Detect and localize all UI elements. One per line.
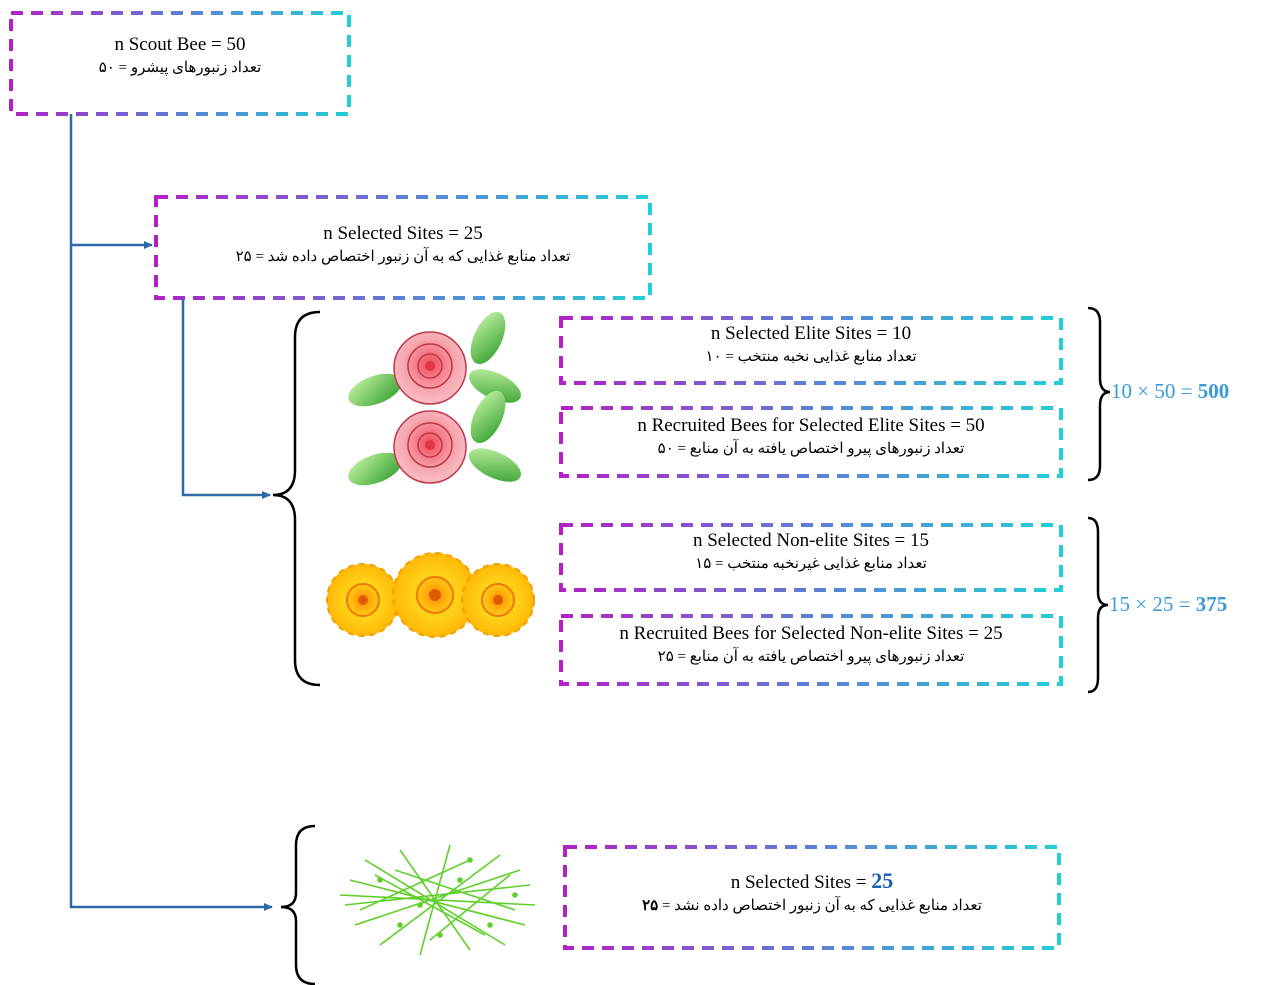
unselected-subtitle: تعداد منابع غذایی که به آن زنبور اختصاص … xyxy=(565,895,1059,917)
rose-icon xyxy=(348,390,521,486)
selected-subtitle: تعداد منابع غذایی که به آن زنبور اختصاص … xyxy=(235,249,571,265)
unselected-title-text: n Selected Sites = xyxy=(730,872,872,893)
nonelite-recruited-box: n Recruited Bees for Selected Non-elite … xyxy=(561,622,1061,668)
formula-nonelite: 15 × 25 = 375 xyxy=(1109,592,1227,617)
yellow-flower-icon xyxy=(326,563,400,637)
scout-box: n Scout Bee = 50 تعداد زنبورهای پیشرو = … xyxy=(11,33,349,79)
formula-elite-result: 500 xyxy=(1197,379,1230,403)
elite-recruited-box-border xyxy=(559,406,1063,478)
nonelite-recruited-box-border xyxy=(559,614,1063,686)
nonelite-box-border xyxy=(559,523,1063,592)
grass-icon xyxy=(339,844,536,956)
unselected-title: n Selected Sites = 25 xyxy=(565,869,1059,895)
elite-box-border xyxy=(559,316,1063,385)
elite-title: n Selected Elite Sites = 10 xyxy=(710,323,912,344)
braces xyxy=(272,306,1111,985)
elite-recruited-box: n Recruited Bees for Selected Elite Site… xyxy=(561,414,1061,460)
selected-box: n Selected Sites = 25 تعداد منابع غذایی … xyxy=(156,222,650,268)
left-brace-unselected xyxy=(280,824,316,985)
left-brace-selected xyxy=(272,310,321,687)
unselected-box: n Selected Sites = 25 تعداد منابع غذایی … xyxy=(565,869,1059,917)
right-brace-nonelite xyxy=(1087,516,1109,694)
nonelite-recruited-subtitle: تعداد زنبورهای پیرو اختصاص یافته به آن م… xyxy=(657,649,965,665)
unselected-count: 25 xyxy=(871,868,894,893)
unselected-subtitle-count: ۲۵ xyxy=(642,898,659,914)
elite-subtitle: تعداد منابع غذایی نخبه منتخب = ۱۰ xyxy=(705,349,917,365)
connector-scout-to-unselected xyxy=(69,114,273,911)
nonelite-subtitle: تعداد منابع غذایی غیرنخبه منتخب = ۱۵ xyxy=(695,556,927,572)
nonelite-title: n Selected Non-elite Sites = 15 xyxy=(692,530,930,551)
formula-elite: 10 × 50 = 500 xyxy=(1111,379,1229,404)
nonelite-recruited-title: n Recruited Bees for Selected Non-elite … xyxy=(619,623,1003,644)
formula-nonelite-result: 375 xyxy=(1195,592,1228,616)
elite-recruited-title: n Recruited Bees for Selected Elite Site… xyxy=(637,415,985,436)
formula-nonelite-expr: 15 × 25 = xyxy=(1109,592,1196,616)
connector-lines xyxy=(69,114,273,911)
unselected-box-border xyxy=(563,845,1061,950)
selected-box-border xyxy=(154,195,652,300)
scout-subtitle: تعداد زنبورهای پیشرو = ۵۰ xyxy=(98,60,262,76)
scout-title: n Scout Bee = 50 xyxy=(114,34,246,55)
connector-selected-to-groups xyxy=(181,298,271,499)
right-brace-elite xyxy=(1087,306,1111,482)
nonelite-box: n Selected Non-elite Sites = 15 تعداد من… xyxy=(561,529,1061,575)
unselected-subtitle-text: تعداد منابع غذایی که به آن زنبور اختصاص … xyxy=(658,898,982,914)
formula-elite-expr: 10 × 50 = xyxy=(1111,379,1198,403)
rose-icon xyxy=(348,311,521,407)
yellow-flower-icon xyxy=(461,563,535,637)
scout-box-border xyxy=(9,11,351,116)
selected-title: n Selected Sites = 25 xyxy=(323,223,483,244)
elite-box: n Selected Elite Sites = 10 تعداد منابع … xyxy=(561,322,1061,368)
elite-recruited-subtitle: تعداد زنبورهای پیرو اختصاص یافته به آن م… xyxy=(657,441,965,457)
